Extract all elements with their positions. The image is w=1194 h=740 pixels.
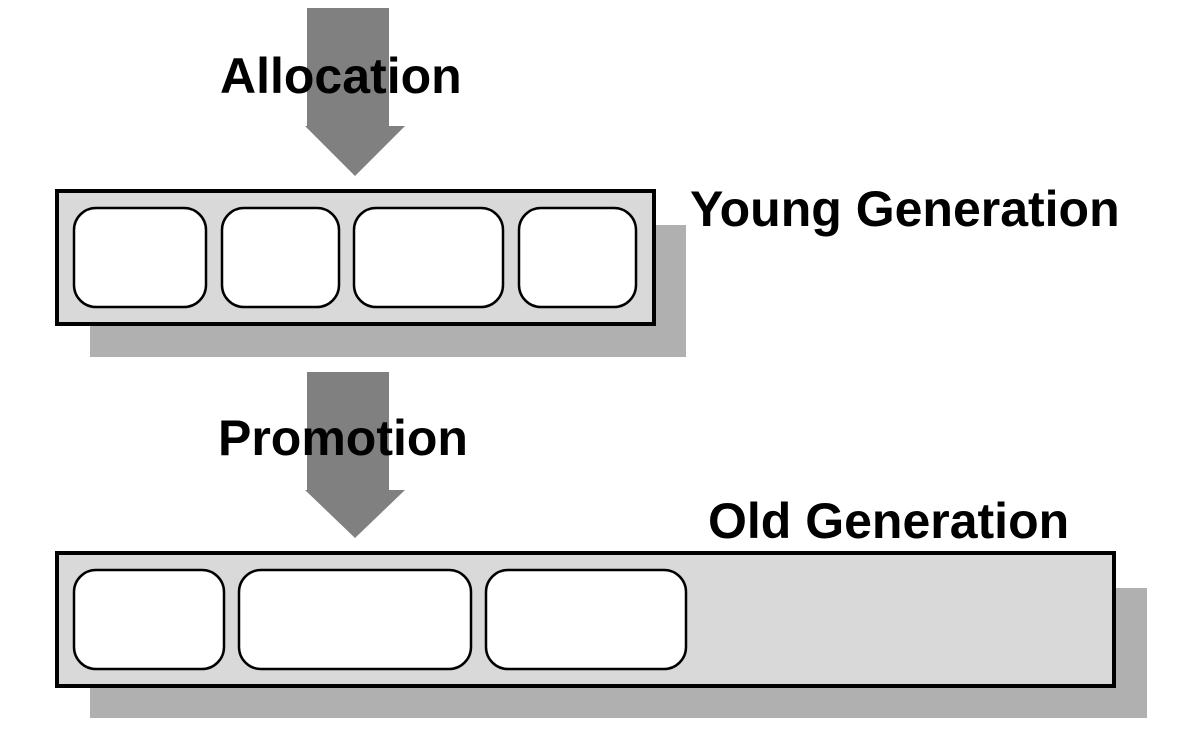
old-generation-label: Old Generation	[708, 493, 1069, 549]
old-generation-slot	[237, 568, 473, 671]
allocation-arrow	[305, 8, 405, 176]
old-generation-region	[55, 551, 1147, 718]
promotion-label: Promotion	[218, 410, 468, 466]
promotion-arrow-head	[305, 490, 405, 538]
allocation-arrow-head	[305, 126, 405, 176]
young-generation-slot	[72, 206, 208, 309]
young-generation-region	[55, 189, 686, 357]
allocation-arrow-shaft	[307, 8, 389, 126]
promotion-arrow	[305, 372, 405, 538]
young-generation-slot	[220, 206, 341, 309]
young-generation-label: Young Generation	[690, 181, 1120, 237]
young-generation-slot	[517, 206, 638, 309]
allocation-label: Allocation	[220, 48, 462, 104]
old-generation-slot	[72, 568, 226, 671]
promotion-arrow-shaft	[307, 372, 389, 490]
young-generation-slot	[352, 206, 505, 309]
old-generation-slot	[484, 568, 688, 671]
